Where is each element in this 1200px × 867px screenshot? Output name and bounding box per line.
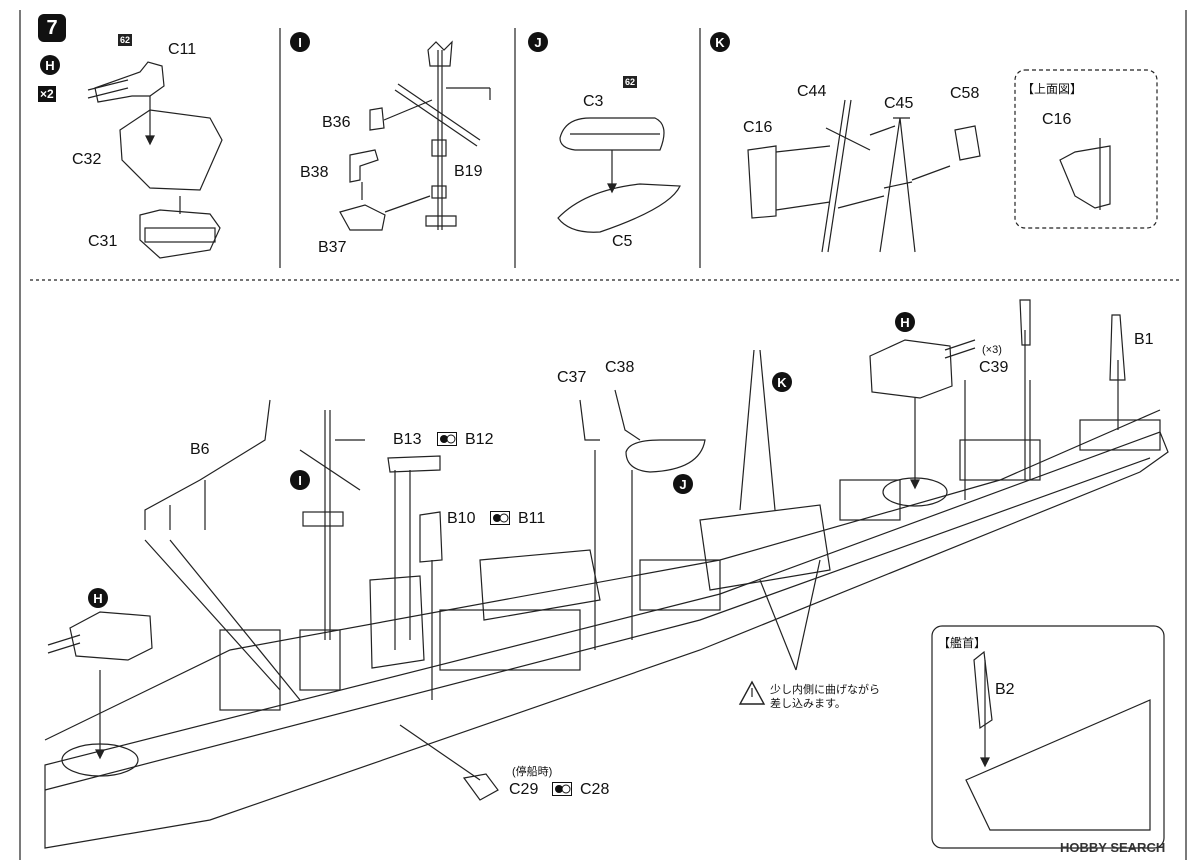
boat-assembly xyxy=(557,117,681,233)
or-symbol-b10 xyxy=(490,511,510,525)
fore-turret xyxy=(47,611,153,760)
part-tag-62: 62 xyxy=(118,34,132,46)
times3-label: (×3) xyxy=(982,344,1002,356)
caution-line-2: 差し込みます。 xyxy=(770,698,846,710)
part-tag-62-boat: 62 xyxy=(623,76,637,88)
label-b13: B13 xyxy=(393,431,422,448)
moored-label: (停船時) xyxy=(512,766,553,778)
label-c38: C38 xyxy=(605,359,635,376)
label-b37: B37 xyxy=(318,239,347,256)
label-b38: B38 xyxy=(300,164,329,181)
caution-triangle xyxy=(738,680,766,705)
bow-label: 【艦首】 xyxy=(938,636,987,650)
badge-h-fore: H xyxy=(88,588,108,608)
label-b12: B12 xyxy=(465,431,494,448)
mast-assembly xyxy=(339,40,491,231)
caution-line-1: 少し内側に曲げながら xyxy=(770,684,880,696)
callouts xyxy=(394,330,1119,781)
bow-inset xyxy=(965,650,1151,831)
label-c44: C44 xyxy=(797,83,827,100)
label-c3: C3 xyxy=(583,93,604,110)
badge-i-main: I xyxy=(290,470,310,490)
b1-part xyxy=(1109,314,1126,381)
label-c11: C11 xyxy=(168,41,197,58)
label-c5: C5 xyxy=(612,233,633,250)
watermark: HOBBY SEARCH xyxy=(1060,840,1166,855)
badge-k: K xyxy=(710,32,730,52)
c39-part xyxy=(1019,299,1031,346)
badge-j: J xyxy=(528,32,548,52)
turret-assembly xyxy=(87,61,223,259)
or-symbol-b13 xyxy=(437,432,457,446)
label-c16-top: C16 xyxy=(1042,111,1072,128)
label-c16: C16 xyxy=(743,119,773,136)
label-c29: C29 xyxy=(509,781,539,798)
badge-i: I xyxy=(290,32,310,52)
b13-part xyxy=(387,455,441,473)
badge-j-main: J xyxy=(673,474,693,494)
badge-h: H xyxy=(40,55,60,75)
c37-c38-shapes xyxy=(579,389,641,441)
label-c28: C28 xyxy=(580,781,610,798)
label-b19: B19 xyxy=(454,163,483,180)
or-symbol-c29 xyxy=(552,782,572,796)
label-b36: B36 xyxy=(322,114,351,131)
label-c58: C58 xyxy=(950,85,980,102)
label-c32: C32 xyxy=(72,151,102,168)
c29-part xyxy=(462,773,499,801)
bow-box xyxy=(931,625,1165,849)
aft-turret xyxy=(869,339,976,490)
small-boat xyxy=(625,439,706,473)
label-b1: B1 xyxy=(1134,331,1154,348)
label-c37: C37 xyxy=(557,369,587,386)
quantity-mark: ×2 xyxy=(38,86,56,102)
label-b11: B11 xyxy=(518,510,546,527)
top-view-box xyxy=(1014,69,1158,229)
label-b2: B2 xyxy=(995,681,1015,698)
k-assembly xyxy=(747,99,1111,253)
label-b6: B6 xyxy=(190,441,210,458)
top-view-label: 【上面図】 xyxy=(1022,82,1083,96)
label-c39: C39 xyxy=(979,359,1009,376)
fore-mast xyxy=(299,410,365,640)
label-b10: B10 xyxy=(447,510,476,527)
badge-h-aft: H xyxy=(895,312,915,332)
b10-part xyxy=(419,511,443,563)
label-c45: C45 xyxy=(884,95,914,112)
step-number: 7 xyxy=(38,14,66,42)
b6-rail xyxy=(144,399,301,701)
label-c31: C31 xyxy=(88,233,118,250)
badge-k-main: K xyxy=(772,372,792,392)
